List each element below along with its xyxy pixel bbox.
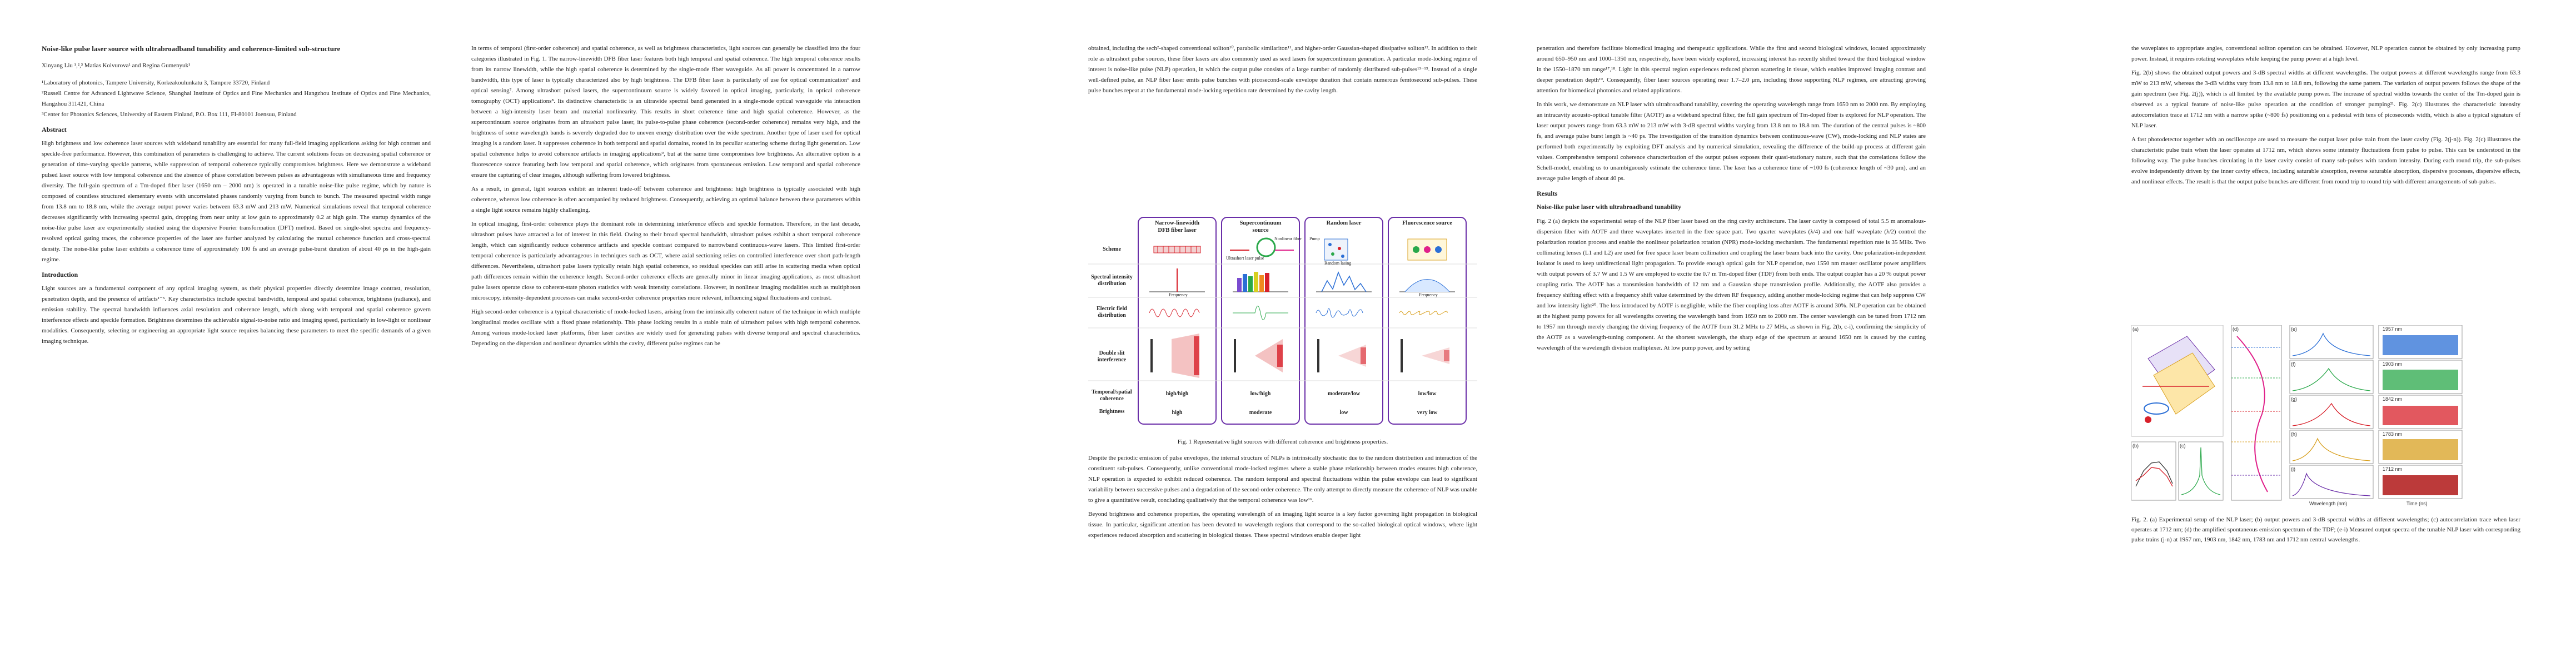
- panel-label: (f): [2291, 361, 2296, 367]
- introduction-heading: Introduction: [42, 271, 78, 278]
- wavelength-tag: 1712 nm: [2383, 466, 2403, 472]
- affiliation-2: ²Russell Centre for Advanced Lightwave S…: [42, 90, 431, 107]
- paragraph: Despite the periodic emission of pulse e…: [1088, 455, 1477, 504]
- random-laser-interference-icon: [1317, 339, 1366, 372]
- dfb-interference-icon: [1150, 334, 1199, 378]
- figure-2: (a) (b) (c) (d) (e) (f) (g) (h) (i) 1957…: [2131, 325, 2520, 603]
- column-3: obtained, including the sech²-shaped con…: [1088, 43, 1477, 99]
- author-list: Xinyang Liu ¹,²,³ Matias Koivurova¹ and …: [42, 62, 191, 69]
- fig1-brightness-supercontinuum: moderate: [1249, 410, 1272, 416]
- axis-label: Time (ns): [2406, 501, 2428, 506]
- fig1-header-fluorescence: Fluorescence source: [1402, 220, 1452, 226]
- wavelength-tag: 1783 nm: [2383, 431, 2403, 437]
- fig1-row-label: Double slit interference: [1097, 350, 1127, 363]
- paragraph: In terms of temporal (first-order cohere…: [471, 45, 860, 178]
- paragraph: Fig. 2(b) shows the obtained output powe…: [2131, 69, 2520, 129]
- fig1-row-label: Electric field distribution: [1097, 306, 1127, 318]
- panel-label: (a): [2132, 326, 2139, 332]
- panel-label: (i): [2291, 466, 2295, 472]
- paragraph: A fast photodetector together with an os…: [2131, 136, 2520, 185]
- paragraph: the waveplates to appropriate angles, co…: [2131, 45, 2520, 62]
- fluorescence-spectrum-icon: [1399, 279, 1455, 292]
- fig1-header-dfb: Narrow-linewidth DFB fiber laser: [1154, 220, 1200, 233]
- paragraph: obtained, including the sech²-shaped con…: [1088, 45, 1477, 94]
- paragraph: penetration and therefore facilitate bio…: [1537, 45, 1926, 94]
- fluorescence-scheme-icon: [1407, 238, 1447, 261]
- panel-label: (b): [2132, 443, 2139, 449]
- supercontinuum-scheme-icon: [1230, 237, 1294, 257]
- fig1-row-label: Temporal/spatial coherence: [1092, 389, 1132, 402]
- fig1-row-label: Scheme: [1103, 246, 1121, 252]
- paragraph: As a result, in general, light sources e…: [471, 186, 860, 213]
- dfb-laser-scheme-icon: [1153, 246, 1201, 253]
- fig1-scheme-label: Random lasing: [1324, 261, 1352, 266]
- fig1-header-supercontinuum: Supercontinuum source: [1239, 220, 1282, 233]
- fig1-coherence-random: moderate/low: [1327, 391, 1361, 397]
- column-1: Noise-like pulse laser source with ultra…: [42, 43, 431, 350]
- paragraph: In optical imaging, first-order coherenc…: [471, 221, 860, 301]
- wavelength-tag: 1903 nm: [2383, 361, 2403, 367]
- paragraph: High second-order coherence is a typical…: [471, 308, 860, 347]
- supercontinuum-interference-icon: [1234, 339, 1283, 372]
- affiliation-1: ¹Laboratory of photonics, Tampere Univer…: [42, 79, 270, 86]
- fig1-scheme-label: Nonlinear fiber: [1274, 236, 1302, 241]
- paper-title: Noise-like pulse laser source with ultra…: [42, 44, 341, 53]
- wavelength-tag: 1842 nm: [2383, 396, 2403, 402]
- fig1-scheme-label: Ultrashort laser pulse: [1226, 256, 1264, 261]
- figure-1-caption: Fig. 1 Representative light sources with…: [1177, 439, 1388, 445]
- spectra-column: [2289, 325, 2374, 499]
- autocorrelation-plot: [2178, 441, 2224, 501]
- column-4: penetration and therefore facilitate bio…: [1537, 43, 1926, 357]
- paragraph: Beyond brightness and coherence properti…: [1088, 511, 1477, 539]
- fig1-coherence-fluorescence: low/low: [1418, 391, 1437, 397]
- column-5: the waveplates to appropriate angles, co…: [2131, 43, 2520, 191]
- abstract-heading: Abstract: [42, 126, 67, 133]
- axis-label: Wavelength (nm): [2309, 501, 2348, 506]
- fig1-coherence-dfb: high/high: [1165, 391, 1189, 397]
- random-laser-scheme-icon: [1324, 238, 1348, 261]
- wavelength-tag: 1957 nm: [2383, 326, 2403, 332]
- abstract-text: High brightness and low coherence laser …: [42, 140, 431, 263]
- fig1-header-random-laser: Random laser: [1326, 220, 1362, 226]
- fig1-brightness-dfb: high: [1172, 410, 1183, 416]
- setup-diagram-icon: [2131, 325, 2224, 437]
- panel-label: (c): [2180, 443, 2186, 449]
- panel-label: (g): [2291, 396, 2297, 402]
- power-width-plot: [2131, 441, 2176, 501]
- ase-spectrum-plot: [2231, 325, 2282, 501]
- figure-1-graphic: [1088, 217, 1477, 425]
- fig1-scheme-label: Pump: [1309, 236, 1320, 241]
- figure-1: Narrow-linewidth DFB fiber laser Superco…: [1088, 214, 1477, 428]
- figure-2-graphic: [2131, 325, 2463, 501]
- paragraph: Fig. 2 (a) depicts the experimental setu…: [1537, 218, 1926, 351]
- fig1-axis-label: Frequency: [1169, 292, 1188, 297]
- supercontinuum-spectrum-icon: [1233, 272, 1288, 292]
- introduction-paragraph: Light sources are a fundamental componen…: [42, 285, 431, 345]
- fig1-row-label: Spectral intensity distribution: [1091, 274, 1133, 287]
- random-laser-spectrum-icon: [1316, 271, 1372, 292]
- dfb-field-icon: [1149, 308, 1200, 317]
- results-heading: Results: [1537, 190, 1558, 197]
- paragraph: In this work, we demonstrate an NLP lase…: [1537, 101, 1926, 182]
- figure-2-caption: Fig. 2. (a) Experimental setup of the NL…: [2131, 516, 2520, 543]
- panel-label: (d): [2233, 326, 2239, 332]
- fig1-coherence-supercontinuum: low/high: [1250, 391, 1271, 397]
- pulse-train-column: [2378, 325, 2463, 499]
- panel-label: (e): [2291, 326, 2297, 332]
- fluorescence-field-icon: [1399, 311, 1448, 315]
- dfb-spectrum-icon: [1149, 268, 1205, 292]
- fig1-brightness-fluorescence: very low: [1417, 410, 1438, 416]
- fluorescence-interference-icon: [1401, 339, 1449, 372]
- column-3-lower: Despite the periodic emission of pulse e…: [1088, 453, 1477, 544]
- supercontinuum-field-icon: [1233, 306, 1288, 320]
- random-laser-field-icon: [1316, 308, 1363, 318]
- panel-label: (h): [2291, 431, 2297, 437]
- fig1-row-label: Brightness: [1099, 409, 1125, 415]
- fig1-brightness-random: low: [1339, 410, 1348, 416]
- column-2: In terms of temporal (first-order cohere…: [471, 43, 860, 352]
- affiliation-3: ³Center for Photonics Sciences, Universi…: [42, 111, 297, 118]
- fig1-axis-label: Frequency: [1419, 292, 1438, 297]
- results-subheading: Noise-like pulse laser with ultrabroadba…: [1537, 204, 1681, 211]
